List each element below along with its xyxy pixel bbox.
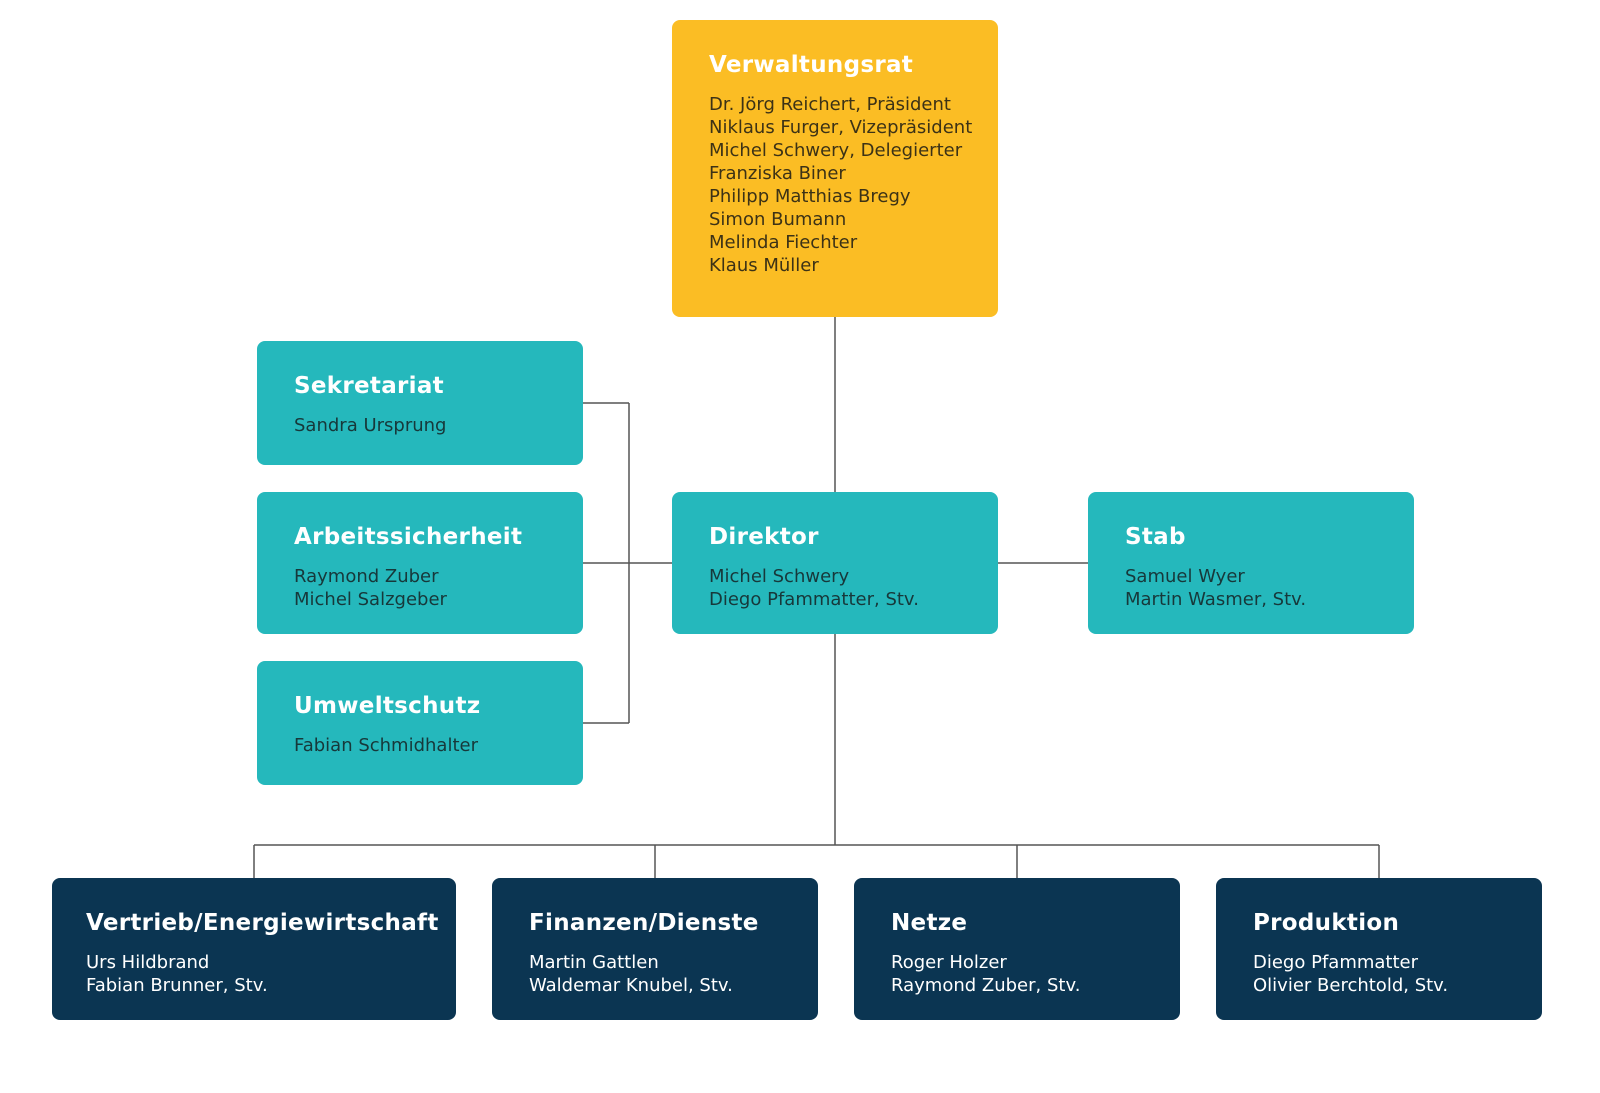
umweltschutz-title: Umweltschutz — [294, 693, 481, 719]
division-box-vertrieb: Vertrieb/Energiewirtschaft Urs Hildbrand… — [52, 878, 456, 1020]
division-member: Martin Gattlen — [529, 952, 659, 973]
division-member: Waldemar Knubel, Stv. — [529, 975, 733, 996]
umweltschutz-box: Umweltschutz Fabian Schmidhalter — [257, 661, 583, 785]
arbeitssicherheit-member: Michel Salzgeber — [294, 589, 447, 610]
umweltschutz-member-list: Fabian Schmidhalter — [294, 734, 546, 757]
stab-box: Stab Samuel Wyer Martin Wasmer, Stv. — [1088, 492, 1414, 634]
sekretariat-member-list: Sandra Ursprung — [294, 414, 546, 437]
arbeitssicherheit-title: Arbeitssicherheit — [294, 524, 523, 550]
arbeitssicherheit-member-list: Raymond Zuber Michel Salzgeber — [294, 565, 546, 611]
division-box-produktion: Produktion Diego Pfammatter Olivier Berc… — [1216, 878, 1542, 1020]
board-member: Philipp Matthias Bregy — [709, 186, 911, 207]
sekretariat-member: Sandra Ursprung — [294, 415, 447, 436]
board-member-list: Dr. Jörg Reichert, Präsident Niklaus Fur… — [709, 93, 973, 277]
stab-member: Martin Wasmer, Stv. — [1125, 589, 1307, 610]
division-member: Diego Pfammatter — [1253, 952, 1419, 973]
division-member: Raymond Zuber, Stv. — [891, 975, 1081, 996]
arbeitssicherheit-member: Raymond Zuber — [294, 566, 439, 587]
division-title: Vertrieb/Energiewirtschaft — [86, 910, 439, 936]
director-title: Direktor — [709, 524, 819, 550]
board-member: Niklaus Furger, Vizepräsident — [709, 117, 973, 138]
sekretariat-title: Sekretariat — [294, 373, 444, 399]
division-member-list: Roger Holzer Raymond Zuber, Stv. — [891, 951, 1143, 997]
division-member: Roger Holzer — [891, 952, 1007, 973]
director-member-list: Michel Schwery Diego Pfammatter, Stv. — [709, 565, 961, 611]
division-member: Urs Hildbrand — [86, 952, 210, 973]
division-member: Olivier Berchtold, Stv. — [1253, 975, 1449, 996]
stab-title: Stab — [1125, 524, 1186, 550]
board-member: Dr. Jörg Reichert, Präsident — [709, 94, 951, 115]
board-member: Michel Schwery, Delegierter — [709, 140, 963, 161]
board-member: Klaus Müller — [709, 255, 819, 276]
umweltschutz-member: Fabian Schmidhalter — [294, 735, 478, 756]
sekretariat-box: Sekretariat Sandra Ursprung — [257, 341, 583, 465]
division-member-list: Martin Gattlen Waldemar Knubel, Stv. — [529, 951, 781, 997]
division-title: Finanzen/Dienste — [529, 910, 759, 936]
stab-member: Samuel Wyer — [1125, 566, 1245, 587]
division-box-finanzen: Finanzen/Dienste Martin Gattlen Waldemar… — [492, 878, 818, 1020]
board-title: Verwaltungsrat — [709, 52, 914, 78]
division-member-list: Diego Pfammatter Olivier Berchtold, Stv. — [1253, 951, 1505, 997]
board-member: Franziska Biner — [709, 163, 846, 184]
arbeitssicherheit-box: Arbeitssicherheit Raymond Zuber Michel S… — [257, 492, 583, 634]
board-box: Verwaltungsrat Dr. Jörg Reichert, Präsid… — [672, 20, 998, 317]
division-title: Produktion — [1253, 910, 1400, 936]
director-box: Direktor Michel Schwery Diego Pfammatter… — [672, 492, 998, 634]
director-member: Michel Schwery — [709, 566, 850, 587]
division-member: Fabian Brunner, Stv. — [86, 975, 268, 996]
director-member: Diego Pfammatter, Stv. — [709, 589, 919, 610]
division-title: Netze — [891, 910, 968, 936]
division-box-netze: Netze Roger Holzer Raymond Zuber, Stv. — [854, 878, 1180, 1020]
board-member: Melinda Fiechter — [709, 232, 858, 253]
division-member-list: Urs Hildbrand Fabian Brunner, Stv. — [86, 951, 419, 997]
stab-member-list: Samuel Wyer Martin Wasmer, Stv. — [1125, 565, 1377, 611]
board-member: Simon Bumann — [709, 209, 847, 230]
